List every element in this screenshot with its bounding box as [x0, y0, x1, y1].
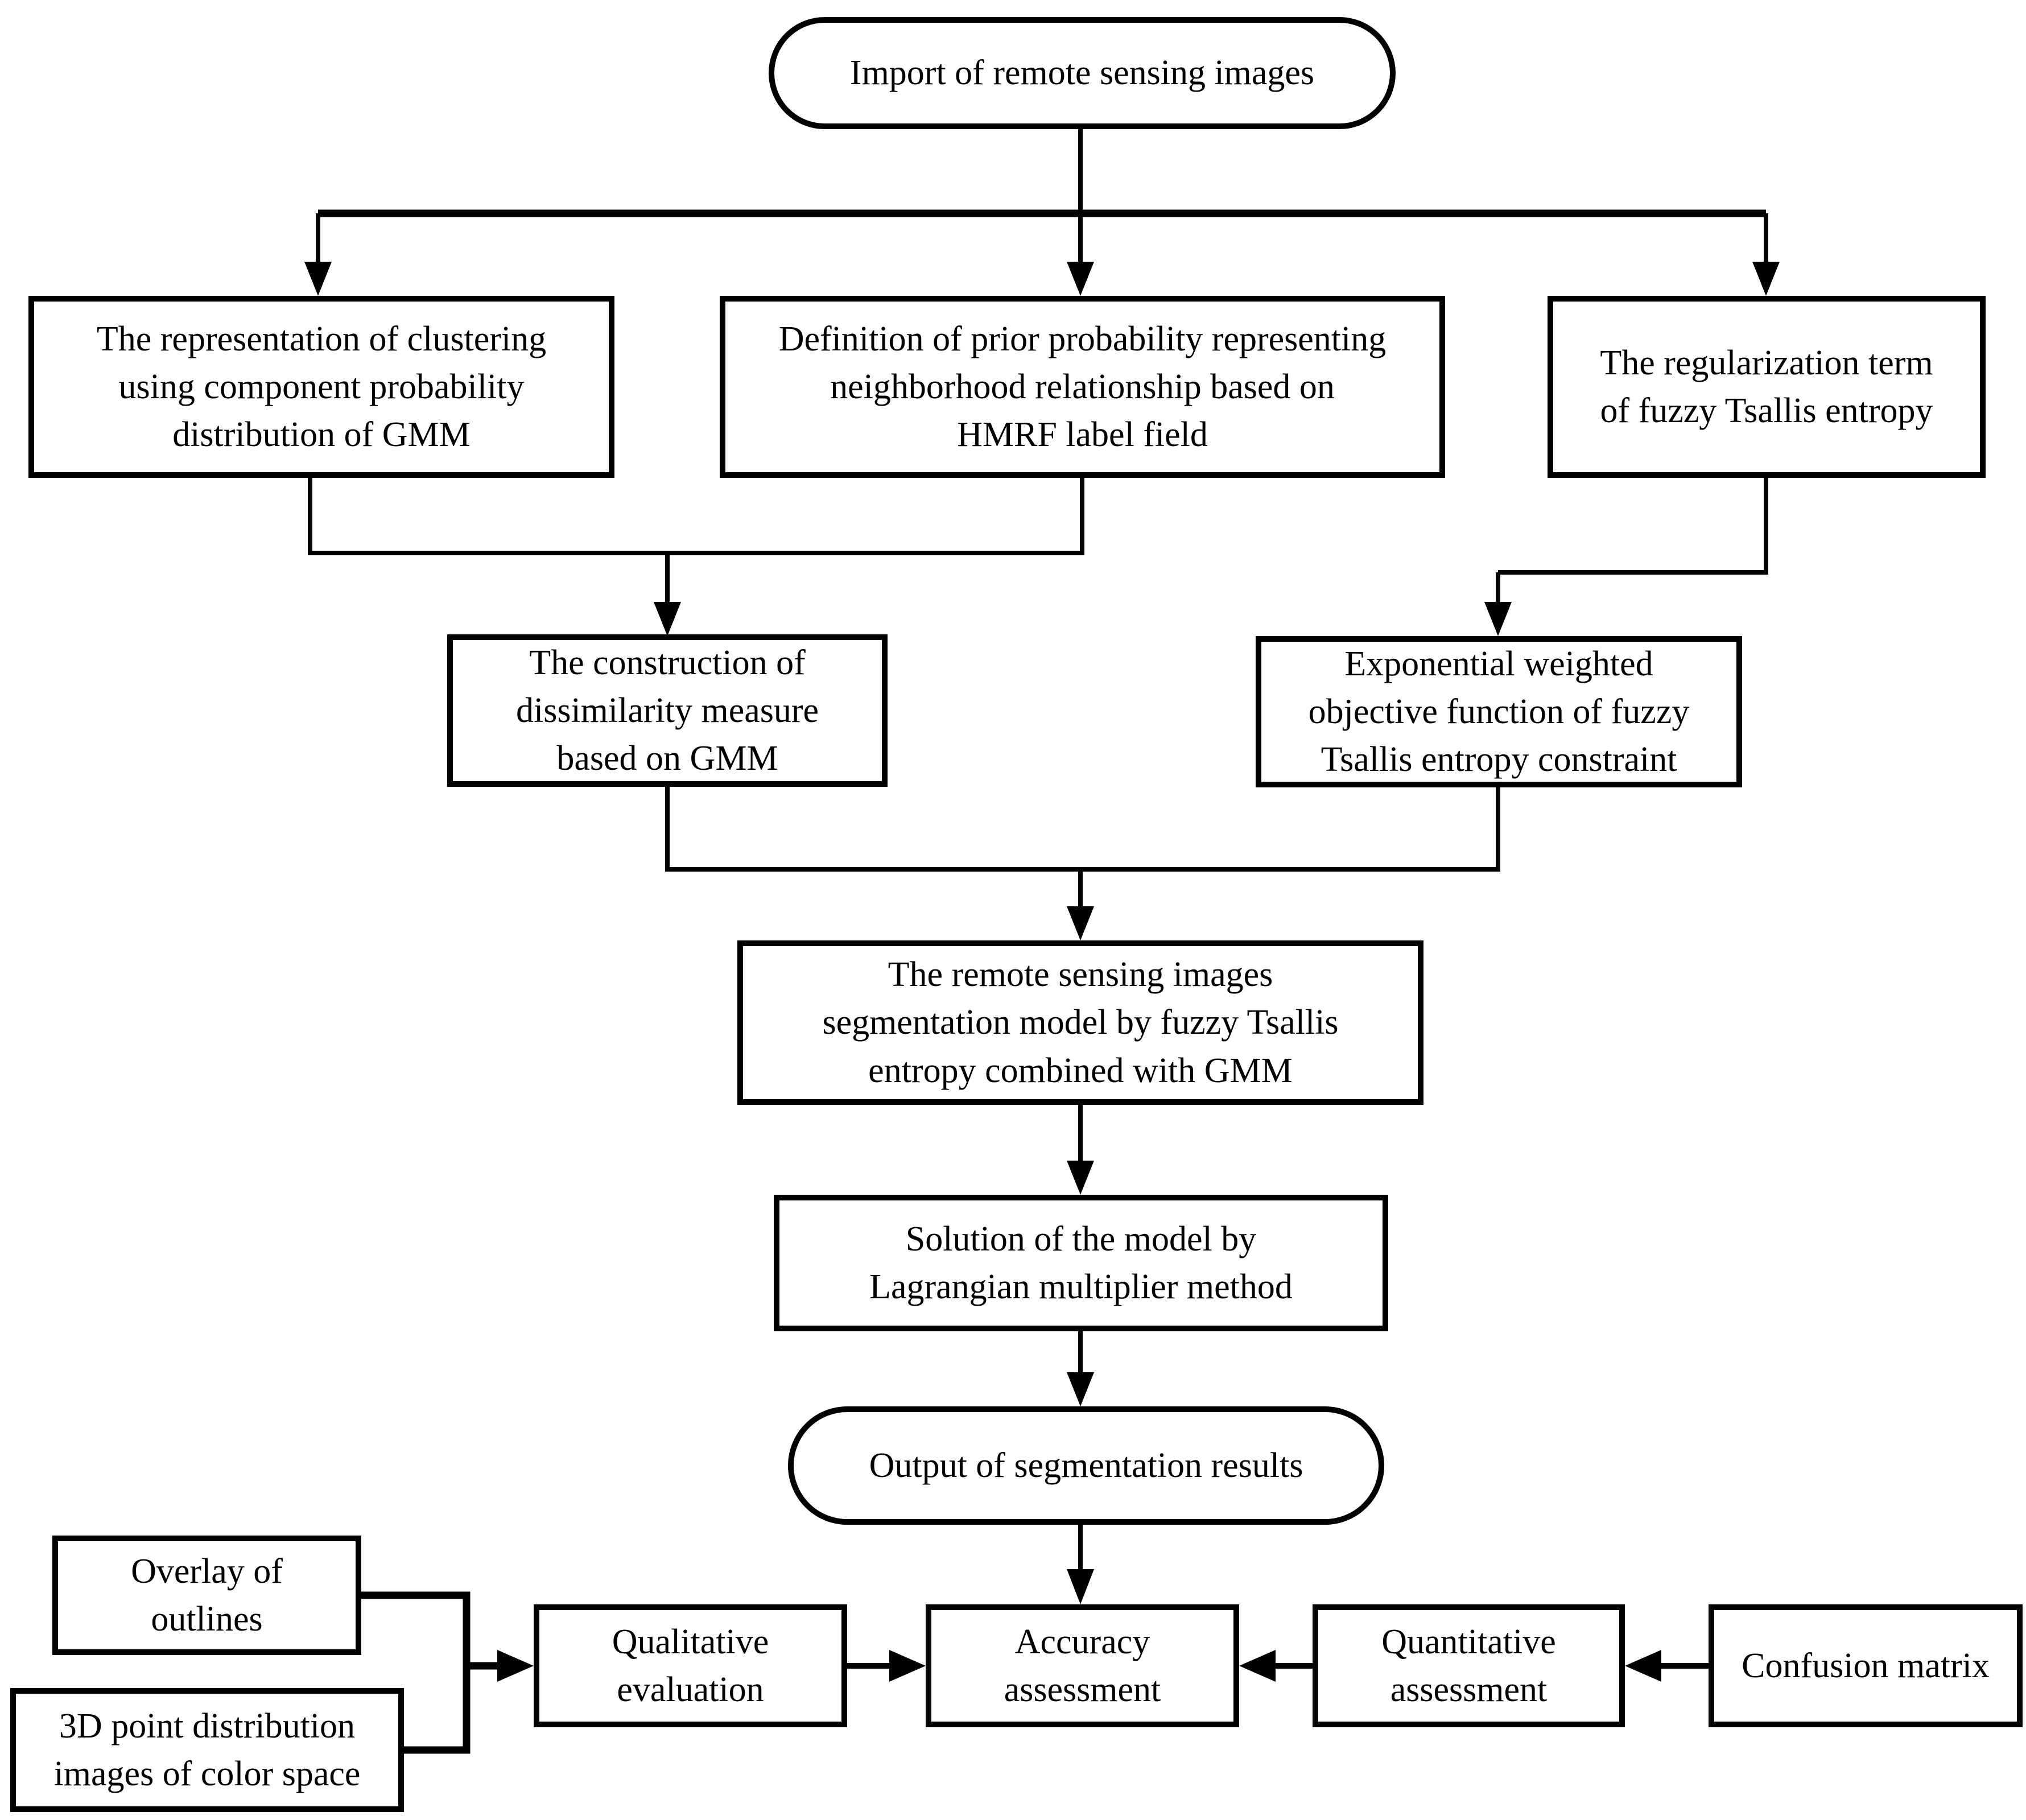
node-overlay-of-outlines: Overlay of outlines: [52, 1536, 361, 1655]
node-construction-of-dissimilarity-measure: The construction of dissimilarity measur…: [447, 634, 888, 787]
node-regularization-term: The regularization term of fuzzy Tsallis…: [1548, 296, 1986, 478]
edge-segmentation-to-solution: [1067, 1105, 1094, 1195]
node-3d-point-distribution: 3D point distribution images of color sp…: [10, 1688, 404, 1812]
node-exponential-weighted-objective-function: Exponential weighted objective function …: [1256, 636, 1742, 787]
edge-merge-to-qualitative: [358, 1591, 534, 1754]
node-solution-of-model: Solution of the model by Lagrangian mult…: [774, 1195, 1388, 1331]
node-segmentation-model: The remote sensing images segmentation m…: [737, 940, 1423, 1105]
edge-branch-to-regularization: [1752, 213, 1780, 296]
node-accuracy-assessment: Accuracy assessment: [926, 1604, 1239, 1727]
edge-qualitative-to-accuracy: [846, 1650, 926, 1682]
edge-regularization-to-exponential: [1484, 478, 1768, 636]
node-output-segmentation-results: Output of segmentation results: [788, 1406, 1384, 1525]
edge-solution-to-output: [1067, 1331, 1094, 1406]
edge-confusion-to-quantitative: [1625, 1650, 1710, 1682]
edge-output-to-accuracy: [1067, 1525, 1094, 1604]
edge-branch-to-representation: [304, 213, 332, 296]
node-confusion-matrix: Confusion matrix: [1709, 1604, 2023, 1727]
edge-merge-to-construction: [308, 478, 1084, 636]
node-quantitative-assessment: Quantitative assessment: [1313, 1604, 1625, 1727]
node-qualitative-evaluation: Qualitative evaluation: [534, 1604, 847, 1727]
edge-branch-to-prior: [1067, 262, 1094, 296]
edge-merge-to-segmentation: [665, 787, 1500, 940]
node-import-remote-sensing-images: Import of remote sensing images: [769, 17, 1396, 129]
edge-import-to-branch: [318, 126, 1766, 262]
node-definition-of-prior-probability: Definition of prior probability represen…: [720, 296, 1445, 478]
edge-quantitative-to-accuracy: [1239, 1650, 1314, 1682]
node-representation-of-clustering: The representation of clustering using c…: [28, 296, 614, 478]
